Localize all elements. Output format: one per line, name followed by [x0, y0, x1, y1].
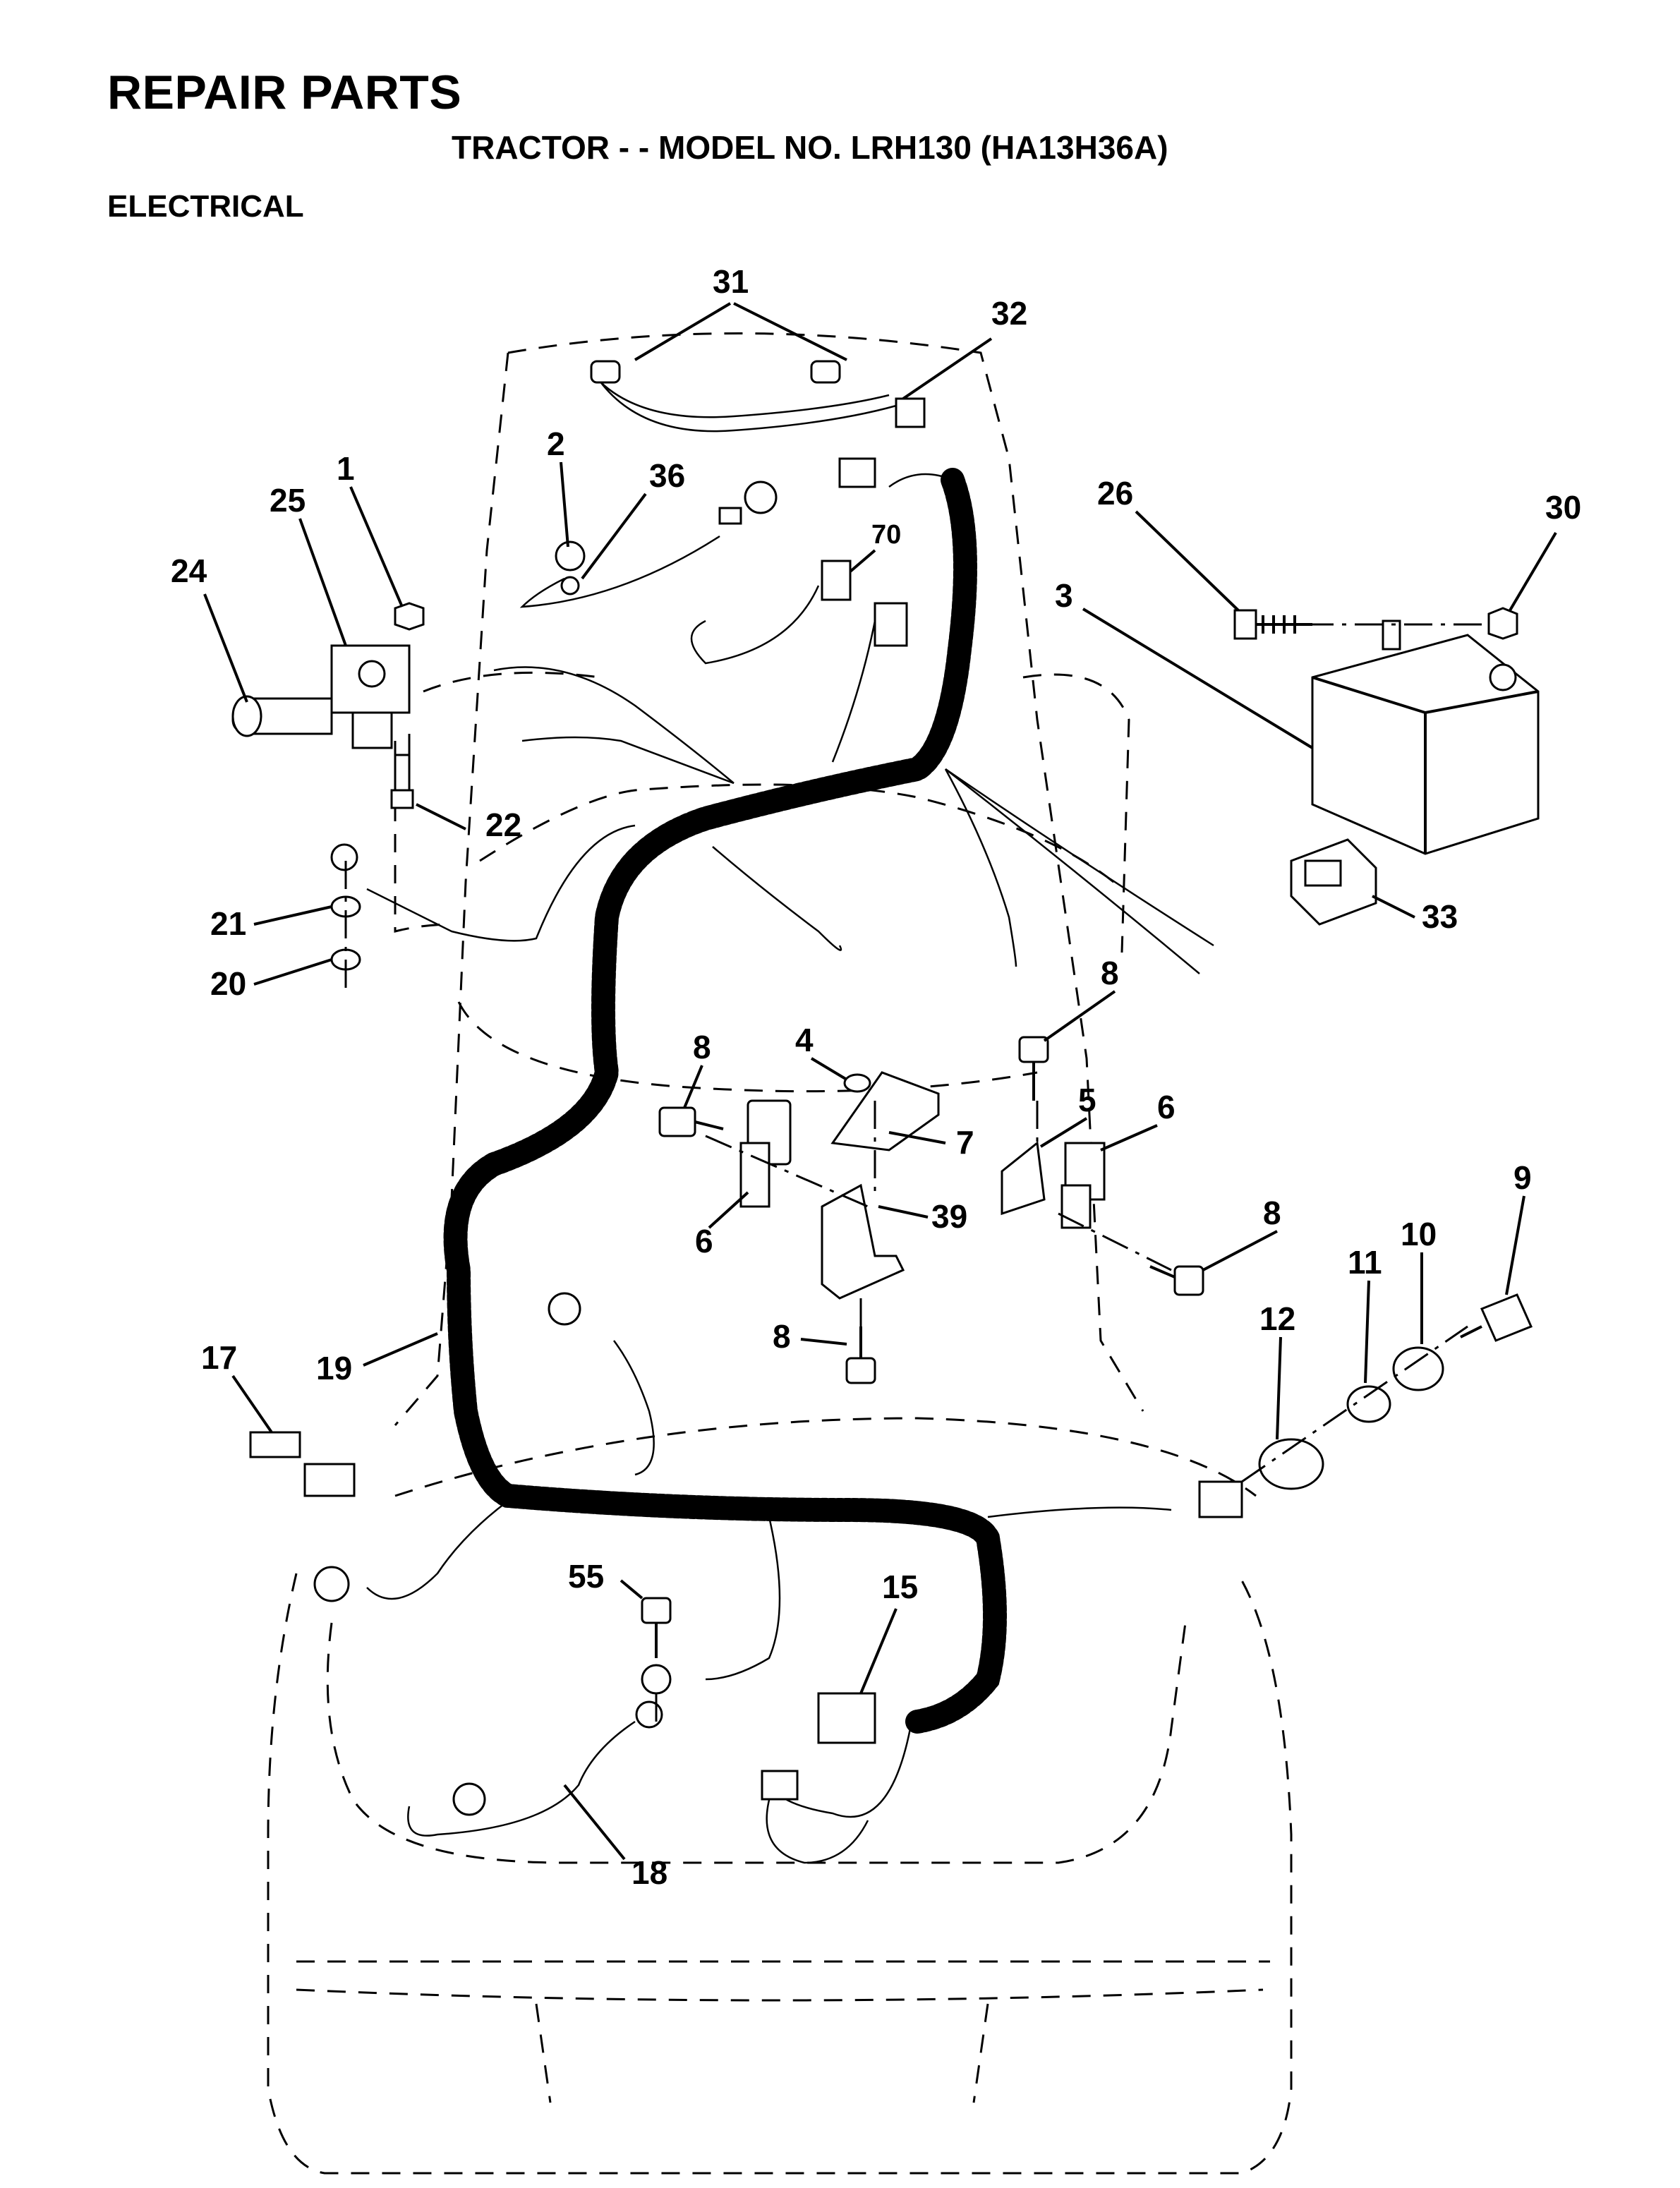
callout-18: 18	[631, 1854, 667, 1891]
callout-21: 21	[210, 905, 246, 942]
callout-8-a: 8	[1101, 955, 1119, 991]
callout-15: 15	[882, 1569, 918, 1605]
part-sketches	[231, 360, 1540, 1816]
callout-7: 7	[956, 1124, 974, 1161]
section-title: ELECTRICAL	[107, 189, 304, 224]
callout-8-c: 8	[1263, 1195, 1281, 1231]
callout-2: 2	[547, 425, 565, 462]
callout-30: 30	[1545, 489, 1581, 526]
callout-26: 26	[1097, 475, 1133, 512]
callout-4: 4	[795, 1022, 814, 1058]
wire-runs	[366, 373, 1214, 1864]
callout-24: 24	[171, 552, 207, 589]
callout-32: 32	[991, 295, 1027, 332]
callout-31: 31	[713, 263, 749, 300]
callout-70: 70	[871, 520, 901, 550]
callout-11: 11	[1348, 1244, 1382, 1281]
callout-5: 5	[1078, 1082, 1096, 1118]
callout-33: 33	[1422, 898, 1458, 935]
callout-25: 25	[270, 482, 306, 519]
callout-39: 39	[931, 1198, 967, 1235]
model-subtitle: TRACTOR - - MODEL NO. LRH130 (HA13H36A)	[452, 129, 1168, 166]
callout-17: 17	[201, 1339, 237, 1376]
page-title: REPAIR PARTS	[107, 66, 462, 119]
callout-19: 19	[316, 1350, 352, 1386]
callout-9: 9	[1513, 1159, 1532, 1196]
callout-6-a: 6	[1157, 1089, 1176, 1125]
coiled-wiring-harness-19	[443, 468, 1007, 1734]
callout-10: 10	[1401, 1216, 1437, 1252]
callout-8-b: 8	[693, 1029, 711, 1065]
leader-lines	[203, 302, 1557, 1861]
callout-numbers: 31 32 2 36 70 1 25 24 26 30 3 22 21 20 3…	[171, 263, 1581, 1891]
callout-20: 20	[210, 965, 246, 1002]
callout-36: 36	[649, 457, 685, 494]
callout-55: 55	[568, 1558, 604, 1595]
callout-22: 22	[485, 806, 521, 843]
callout-1: 1	[337, 450, 355, 487]
callout-12: 12	[1259, 1300, 1295, 1337]
callout-3: 3	[1055, 577, 1073, 614]
callout-8-d: 8	[773, 1318, 791, 1355]
callout-6-b: 6	[695, 1223, 713, 1259]
